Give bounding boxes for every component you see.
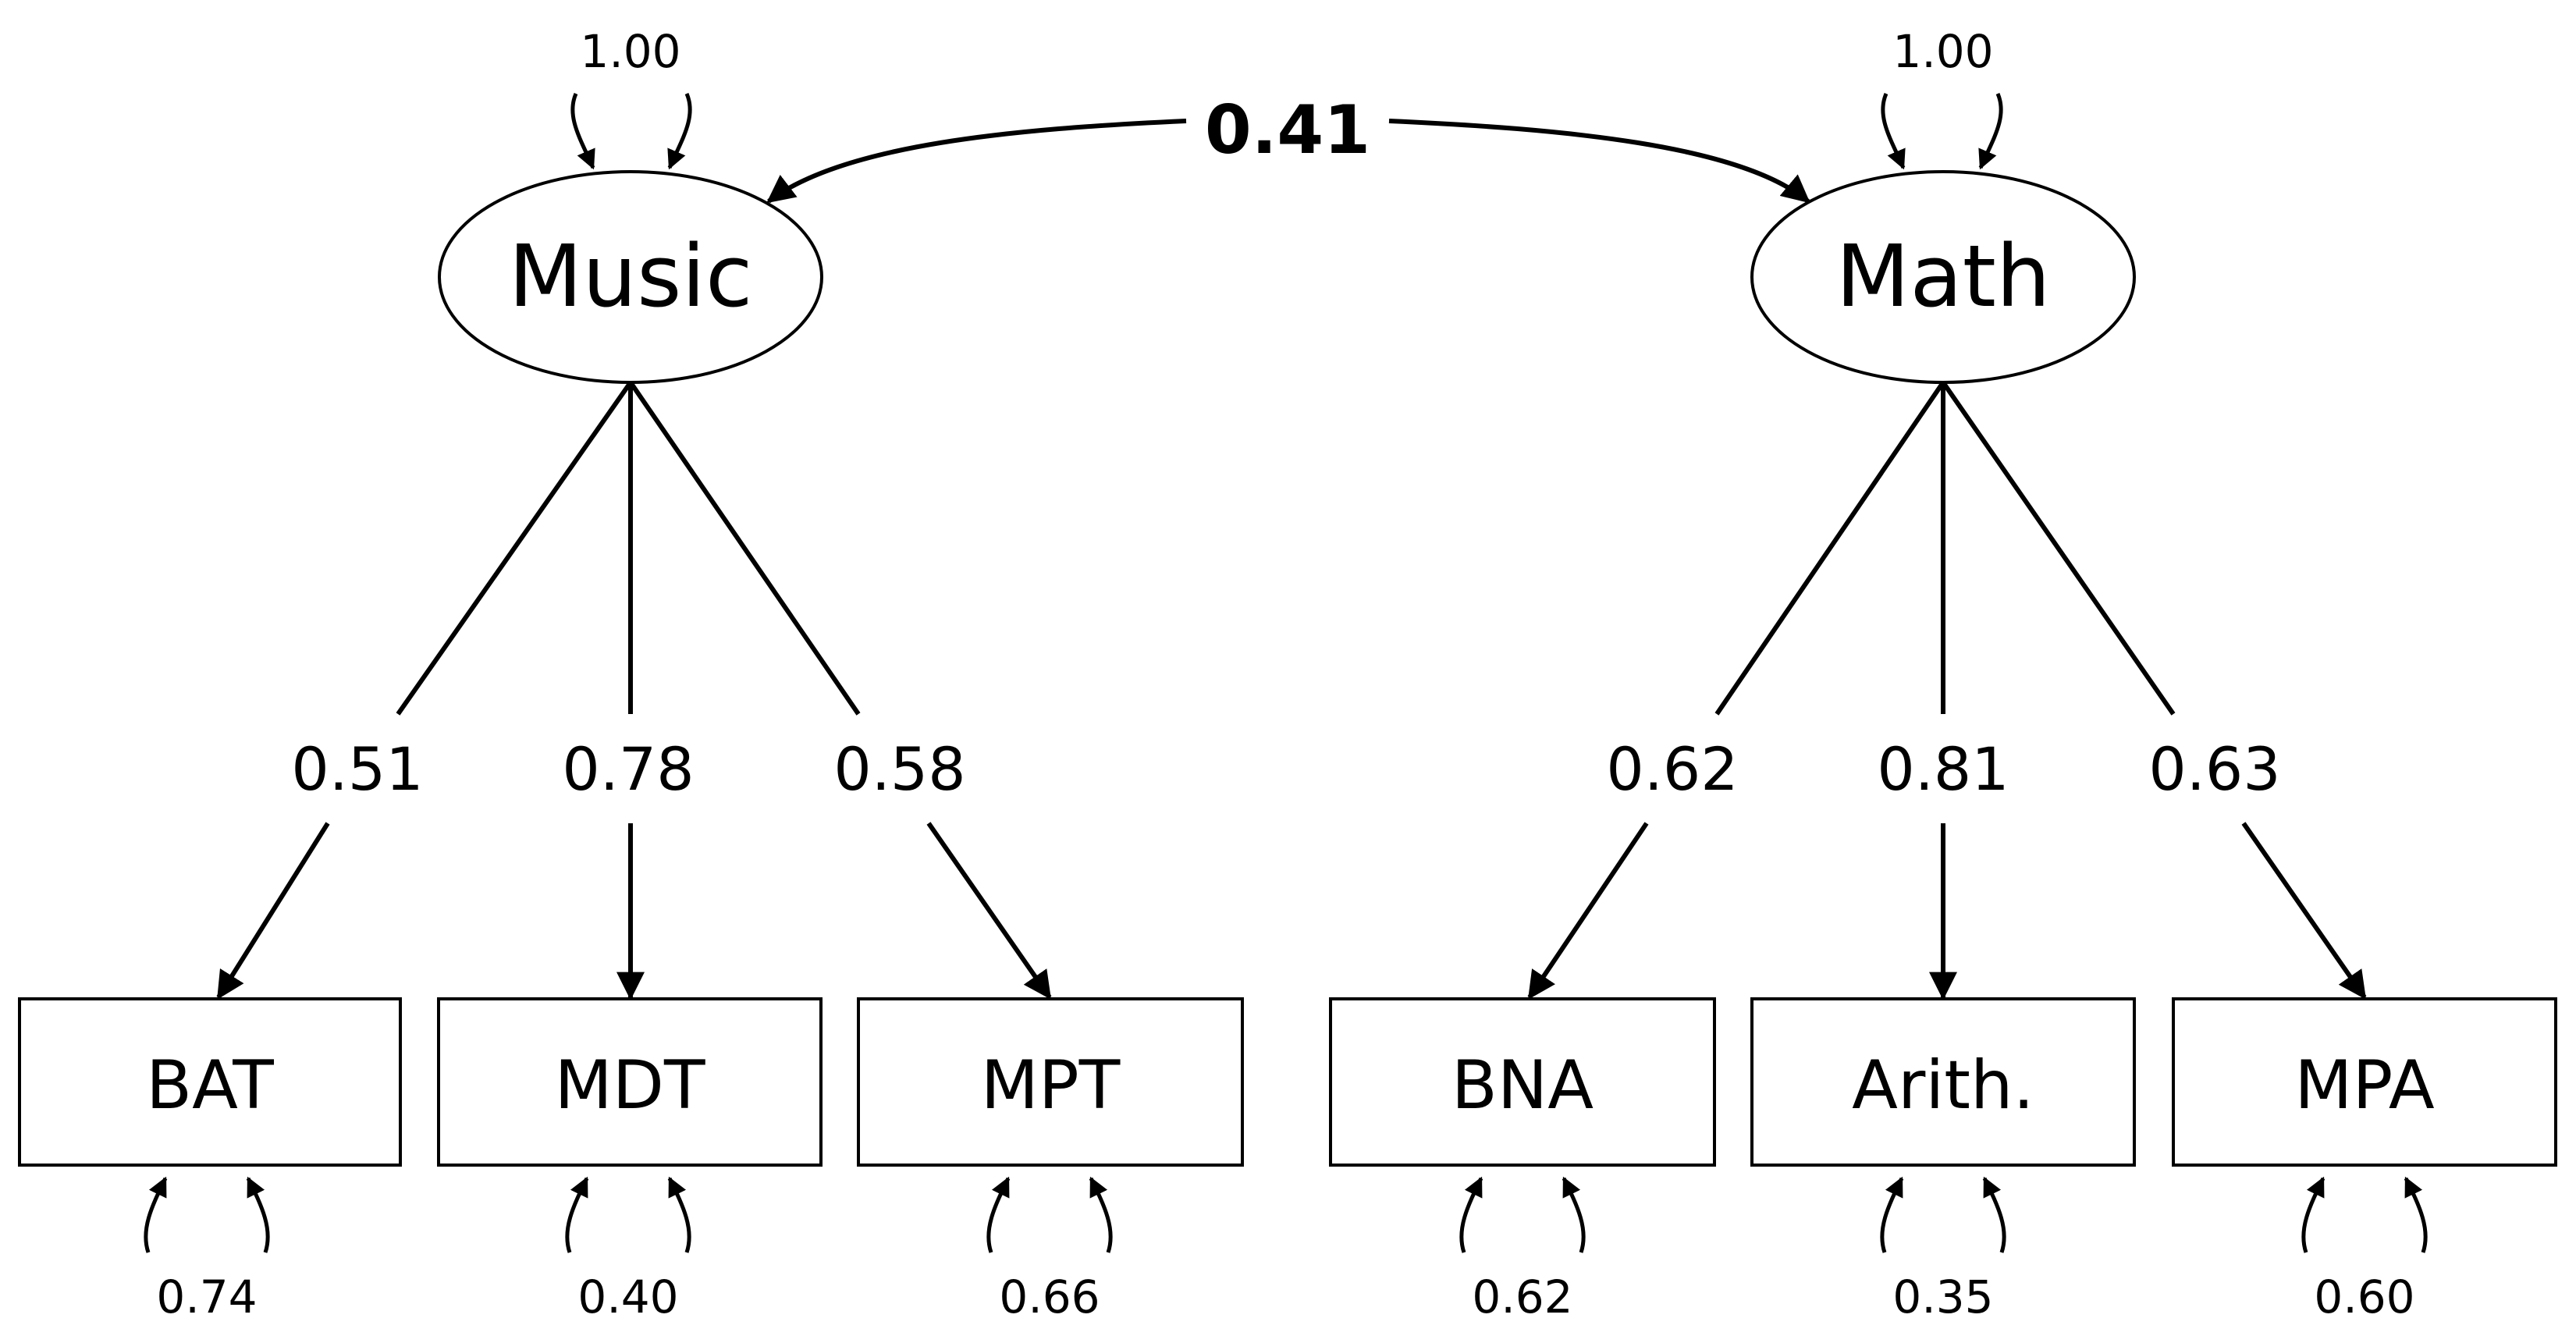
residual-arrows bbox=[144, 1176, 2428, 1253]
label-mpt: MPT bbox=[981, 1046, 1121, 1124]
latent-music: 1.00 Music bbox=[438, 25, 823, 384]
loading-mdt: 0.78 bbox=[562, 734, 694, 804]
label-bna: BNA bbox=[1451, 1046, 1594, 1124]
loading-mpa: 0.63 bbox=[2148, 734, 2280, 804]
correlation-path: 0.41 bbox=[766, 91, 1810, 204]
label-mdt: MDT bbox=[555, 1046, 705, 1124]
residual-mdt: 0.40 bbox=[577, 1270, 678, 1323]
box-arith bbox=[1750, 997, 2136, 1167]
box-mpt bbox=[857, 997, 1244, 1167]
box-bna bbox=[1329, 997, 1716, 1167]
box-bat bbox=[18, 997, 402, 1167]
residual-bat: 0.74 bbox=[156, 1270, 257, 1323]
box-mpa bbox=[2172, 997, 2557, 1167]
music-label: Music bbox=[509, 226, 753, 326]
loading-bna: 0.62 bbox=[1606, 734, 1738, 804]
label-mpa: MPA bbox=[2294, 1046, 2435, 1124]
residual-bna: 0.62 bbox=[1472, 1270, 1572, 1323]
latent-math: 1.00 Math bbox=[1750, 25, 2136, 384]
math-label: Math bbox=[1835, 226, 2050, 326]
loading-bat: 0.51 bbox=[291, 734, 423, 804]
box-mdt bbox=[437, 997, 823, 1167]
music-variance-label: 1.00 bbox=[580, 25, 680, 78]
residual-arith: 0.35 bbox=[1892, 1270, 1993, 1323]
math-variance-label: 1.00 bbox=[1892, 25, 1993, 78]
label-bat: BAT bbox=[146, 1046, 274, 1124]
residual-mpa: 0.60 bbox=[2314, 1270, 2414, 1323]
correlation-label: 0.41 bbox=[1205, 91, 1370, 169]
label-arith: Arith. bbox=[1852, 1046, 2034, 1124]
residual-mpt: 0.66 bbox=[999, 1270, 1100, 1323]
loading-mpt: 0.58 bbox=[833, 734, 965, 804]
indicator-boxes: BAT MDT MPT BNA Arith. MPA bbox=[18, 997, 2557, 1167]
loading-arith: 0.81 bbox=[1877, 734, 2009, 804]
loading-labels: 0.51 0.78 0.58 0.62 0.81 0.63 bbox=[291, 734, 2280, 804]
residual-labels: 0.74 0.40 0.66 0.62 0.35 0.60 bbox=[156, 1270, 2414, 1323]
loading-paths bbox=[216, 381, 2367, 1000]
